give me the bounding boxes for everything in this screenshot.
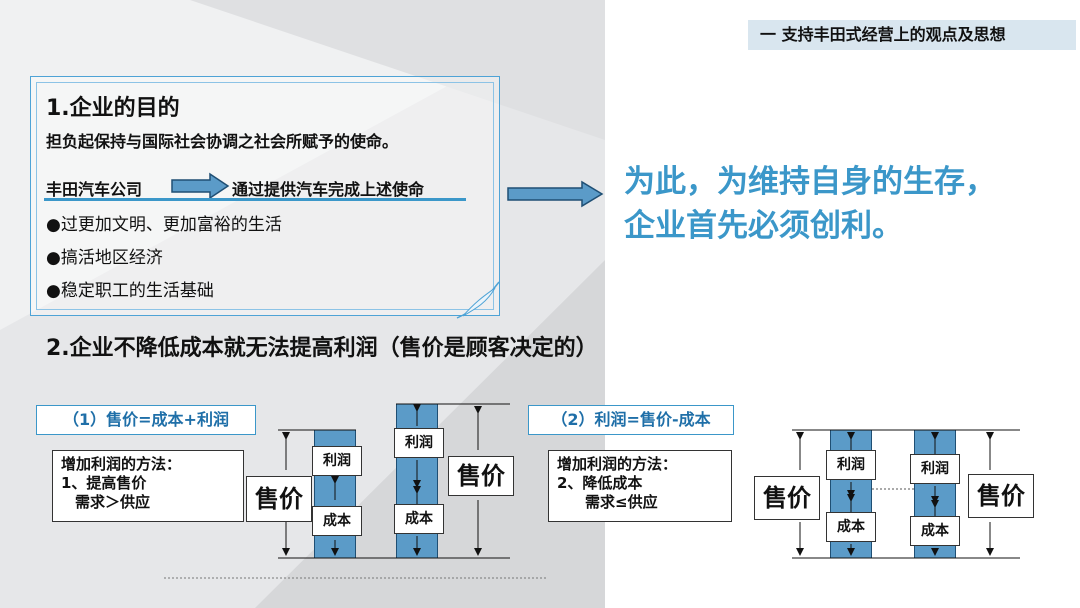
conclusion-line-2: 企业首先必须创利。 (624, 208, 903, 244)
underline (44, 198, 466, 201)
profit-label-left-2: 利润 (394, 428, 444, 458)
profit-label-left-1: 利润 (312, 446, 362, 476)
price-label-left-1: 售价 (246, 476, 312, 522)
arrow-right-icon (171, 172, 230, 200)
price-label-right-2: 售价 (968, 474, 1034, 518)
price-label-right-1: 售价 (754, 476, 820, 520)
company-label: 丰田汽车公司 (46, 180, 143, 199)
method-box-2: 增加利润的方法： 2、降低成本 需求≤供应 (548, 450, 732, 522)
method-1-heading: 增加利润的方法： (61, 455, 182, 473)
bullet-2: ●搞活地区经济 (46, 248, 163, 268)
cost-label-left-2: 成本 (394, 504, 444, 534)
section1-title: 1.企业的目的 (46, 96, 180, 121)
profit-label-right-2: 利润 (910, 454, 960, 484)
profit-label-right-1: 利润 (826, 450, 876, 480)
bullet-1: ●过更加文明、更加富裕的生活 (46, 215, 282, 235)
conclusion-line-1: 为此，为维持自身的生存， (624, 164, 996, 200)
method-2-heading: 增加利润的方法： (557, 455, 678, 473)
formula-2: （2）利润=售价-成本 (528, 405, 734, 435)
method-1-line-1: 1、提高售价 (61, 474, 147, 492)
mission-label: 通过提供汽车完成上述使命 (232, 180, 425, 199)
formula-1: （1）售价=成本+利润 (36, 405, 256, 435)
page-curl-icon (456, 281, 500, 319)
cost-label-right-2: 成本 (910, 516, 960, 546)
method-2-line-1: 2、降低成本 (557, 474, 643, 492)
method-2-line-2: 需求≤供应 (585, 493, 658, 511)
bullet-3: ●稳定职工的生活基础 (46, 281, 214, 301)
note-card-outer (30, 76, 500, 316)
method-box-1: 增加利润的方法： 1、提高售价 需求＞供应 (52, 450, 244, 522)
cost-label-left-1: 成本 (312, 506, 362, 536)
price-label-left-2: 售价 (448, 456, 514, 496)
header-tag: 一 支持丰田式经营上的观点及思想 (748, 20, 1076, 50)
note-card-inner (36, 82, 494, 310)
section2-title: 2.企业不降低成本就无法提高利润（售价是顾客决定的） (46, 336, 598, 361)
cost-label-right-1: 成本 (826, 512, 876, 542)
conclusion-arrow-icon (507, 180, 604, 208)
section1-subtitle: 担负起保持与国际社会协调之社会所赋予的使命。 (46, 132, 399, 151)
method-1-line-2: 需求＞供应 (75, 493, 151, 511)
